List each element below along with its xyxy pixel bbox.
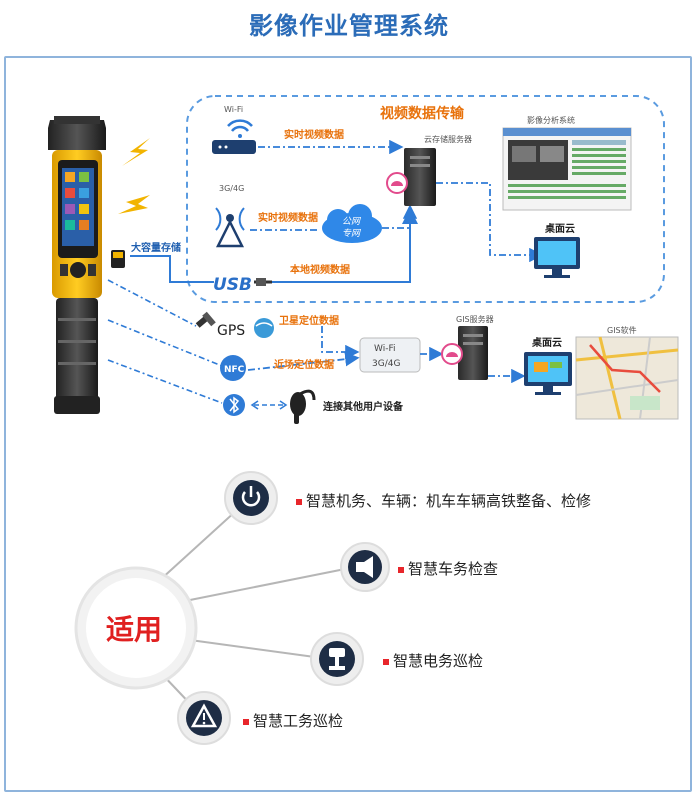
usecase-label: 智慧车务检查 bbox=[408, 560, 499, 578]
analysis-screenshot bbox=[502, 127, 632, 211]
bullet-marker bbox=[243, 718, 249, 725]
gis-software-label: GIS软件 bbox=[607, 325, 637, 335]
cloud-server-label: 云存储服务器 bbox=[424, 134, 472, 144]
wifi-label: Wi-Fi bbox=[224, 105, 243, 114]
megaphone-icon bbox=[340, 542, 390, 592]
cloud-server-icon bbox=[404, 148, 436, 206]
local-video-label: 本地视频数据 bbox=[290, 263, 350, 276]
realtime-cell-label: 实时视频数据 bbox=[258, 211, 318, 224]
hub-cell-label: 3G/4G bbox=[372, 359, 400, 369]
gis-monitor-icon bbox=[524, 352, 572, 395]
bullet-marker bbox=[296, 498, 302, 505]
bullet-marker bbox=[383, 658, 389, 665]
satellite-icon bbox=[195, 311, 216, 328]
content-frame bbox=[4, 56, 692, 792]
cloud-icon bbox=[322, 204, 382, 243]
globe-icon bbox=[254, 318, 274, 338]
usecase-label: 智慧电务巡检 bbox=[393, 652, 484, 670]
cell-tower-icon bbox=[215, 207, 245, 248]
network-hub-box bbox=[359, 337, 421, 373]
hub-wifi-label: Wi-Fi bbox=[374, 344, 395, 354]
realtime-wifi-label: 实时视频数据 bbox=[284, 128, 344, 141]
headset-icon bbox=[290, 389, 316, 424]
nearfield-data-label: 近场定位数据 bbox=[274, 358, 334, 371]
usecase-item-3: 智慧电务巡检 bbox=[383, 650, 483, 671]
desktop-monitor-icon bbox=[534, 237, 580, 278]
signal-bolt-icon bbox=[122, 138, 150, 166]
usecase-item-1: 智慧机务、车辆：机车车辆高铁整备、检修 bbox=[296, 490, 591, 511]
applicable-center-label: 适用 bbox=[106, 613, 162, 646]
storage-label: 大容量存储 bbox=[131, 241, 181, 254]
usecase-item-2: 智慧车务检查 bbox=[398, 558, 498, 579]
nfc-icon bbox=[220, 355, 246, 381]
power-icon bbox=[224, 471, 278, 525]
satellite-data-label: 卫星定位数据 bbox=[279, 314, 339, 327]
gis-server-icon bbox=[458, 326, 488, 380]
cellular-label: 3G/4G bbox=[219, 184, 244, 193]
video-box-title: 视频数据传输 bbox=[380, 105, 465, 122]
wifi-router-icon bbox=[212, 119, 256, 154]
cloud-label-2: 专网 bbox=[342, 228, 361, 239]
usb-label: USB bbox=[213, 275, 252, 295]
usecase-item-4: 智慧工务巡检 bbox=[243, 710, 343, 731]
signal-icon bbox=[310, 632, 364, 686]
usecase-label: 智慧工务巡检 bbox=[253, 712, 344, 730]
handheld-device-icon bbox=[48, 116, 106, 414]
gps-label: GPS bbox=[217, 323, 245, 339]
signal-bolt-icon bbox=[118, 195, 150, 214]
desktop-cloud-top-label: 桌面云 bbox=[544, 222, 575, 235]
page-title: 影像作业管理系统 bbox=[249, 12, 449, 40]
usecase-label: 智慧机务、车辆：机车车辆高铁整备、检修 bbox=[306, 492, 592, 510]
video-transfer-box bbox=[186, 95, 665, 303]
desktop-cloud-bottom-label: 桌面云 bbox=[531, 336, 562, 349]
usb-plug-icon bbox=[256, 278, 266, 286]
warning-icon bbox=[177, 691, 231, 745]
analysis-system-label: 影像分析系统 bbox=[527, 115, 575, 125]
bullet-marker bbox=[398, 566, 404, 573]
bt-connect-label: 连接其他用户设备 bbox=[323, 400, 404, 413]
gis-map-thumbnail bbox=[575, 336, 679, 420]
gis-server-label: GIS服务器 bbox=[456, 314, 494, 324]
cloud-label-1: 公网 bbox=[342, 216, 361, 227]
nfc-label: NFC bbox=[224, 365, 245, 375]
